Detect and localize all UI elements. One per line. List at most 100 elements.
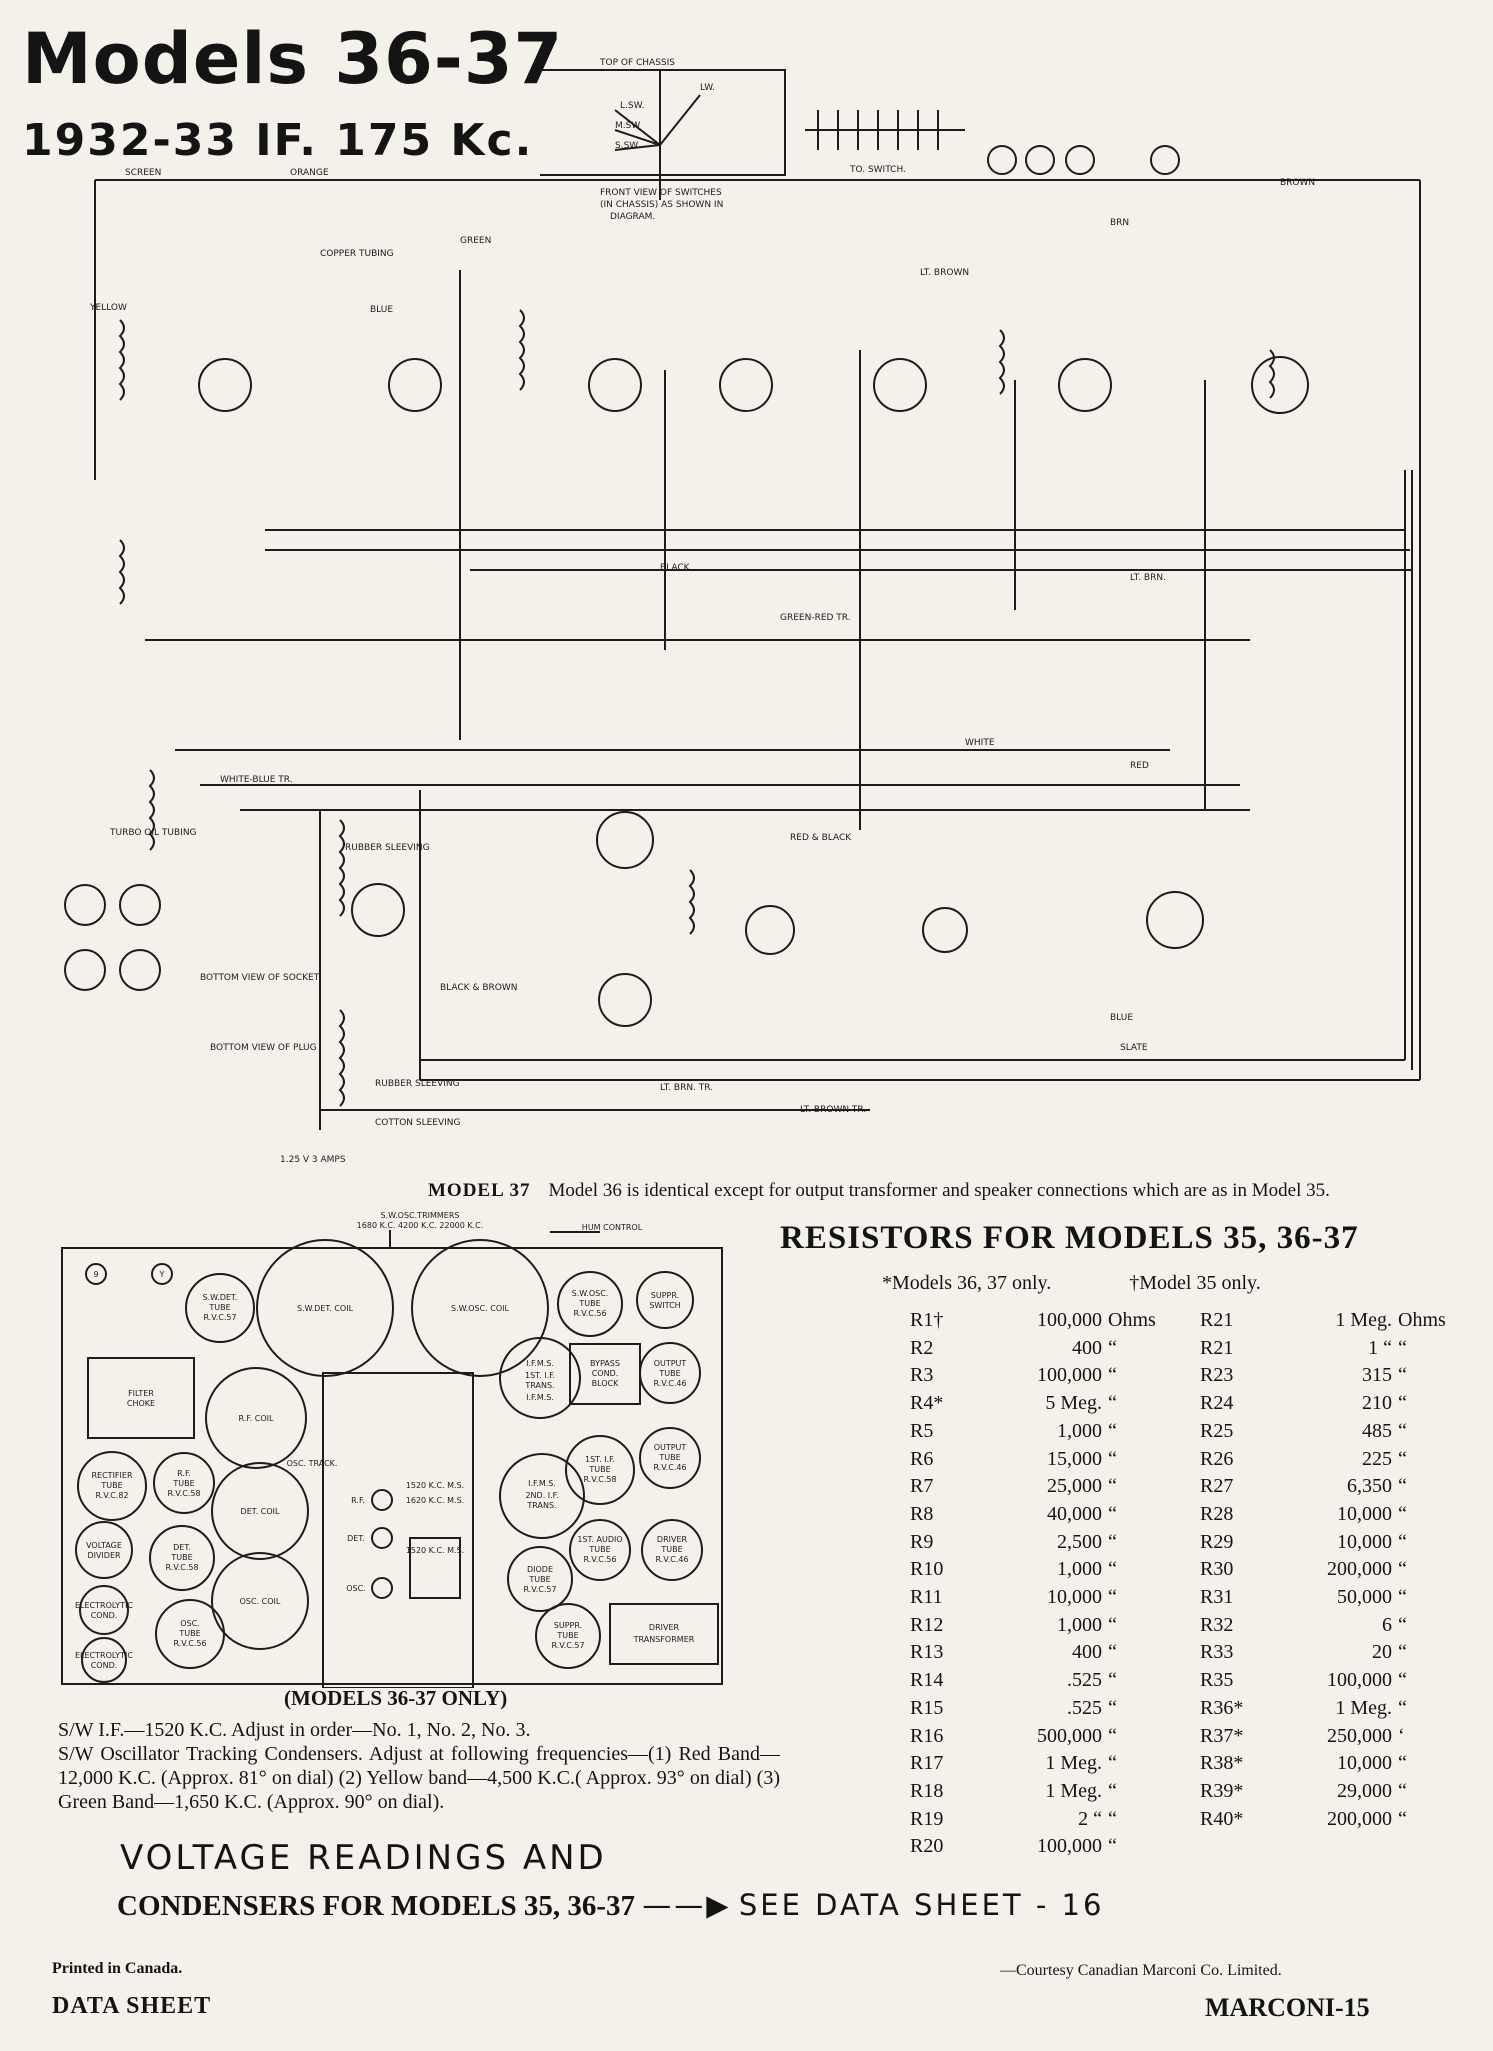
svg-text:(IN CHASSIS) AS SHOWN IN: (IN CHASSIS) AS SHOWN IN [600,200,723,210]
svg-text:BROWN: BROWN [1280,178,1315,188]
schematic-diagram: TOP OF CHASSIS L.SW. M.SW S.SW. LW. FRON… [64,58,1421,1165]
resistor-unit: “ [1398,1586,1407,1609]
layout-frame [61,1247,723,1685]
svg-text:BLACK & BROWN: BLACK & BROWN [440,983,517,993]
resistor-value: 250,000 [1327,1724,1392,1747]
central-frame [322,1372,474,1688]
resistor-unit: “ [1398,1475,1407,1498]
svg-text:LT. BROWN: LT. BROWN [920,268,969,278]
resistor-value: 200,000 [1327,1807,1392,1830]
resistor-value: 100,000 [1037,1364,1102,1387]
resistor-name: R7 [910,1475,934,1498]
sw-det-coil [256,1239,394,1377]
svg-text:S.W.OSC. COIL: S.W.OSC. COIL [451,1304,509,1313]
chassis-layout-diagram: S.W.OSC.TRIMMERS 1680 K.C. 4200 K.C. 220… [61,1211,723,1688]
driver-tube [641,1519,703,1581]
resistor-unit: Ohms [1108,1309,1156,1331]
resistor-value: .525 [1067,1696,1102,1719]
svg-text:TUBE: TUBE [658,1369,680,1378]
svg-text:S.W.OSC.TRIMMERS: S.W.OSC.TRIMMERS [381,1211,460,1220]
resistor-value: 50,000 [1337,1586,1392,1609]
resistor-value: 1,000 [1057,1558,1102,1581]
resistors-notes: *Models 36, 37 only.†Model 35 only. [882,1272,1261,1294]
sw-osc-coil [411,1239,549,1377]
svg-text:COPPER TUBING: COPPER TUBING [320,249,394,259]
resistor-name: R39* [1200,1779,1244,1802]
first-audio-tube [569,1519,631,1581]
electrolytic-2 [81,1637,127,1683]
resistor-unit: “ [1398,1502,1407,1525]
resistor-row: R38*10,000“ [1200,1750,1468,1778]
svg-text:R.V.C.56: R.V.C.56 [573,1309,606,1318]
resistor-name: R21 [1200,1309,1234,1331]
courtesy-line: —Courtesy Canadian Marconi Co. Limited. [1000,1962,1282,1979]
svg-text:OUTPUT: OUTPUT [654,1359,687,1368]
resistor-unit: “ [1108,1613,1117,1636]
resistor-name: R6 [910,1447,934,1470]
resistor-unit: “ [1398,1419,1407,1442]
resistor-value: 100,000 [1327,1669,1392,1692]
svg-text:I.F.M.S.: I.F.M.S. [526,1359,554,1368]
resistor-value: 5 Meg. [1045,1392,1102,1415]
det-coil [211,1462,309,1560]
resistor-unit: “ [1108,1779,1117,1802]
resistor-unit: “ [1398,1558,1407,1581]
svg-text:1520 K.C. M.S.: 1520 K.C. M.S. [406,1546,464,1555]
resistor-name: R4* [910,1392,944,1415]
svg-text:TUBE: TUBE [588,1465,610,1474]
svg-text:OSC. TRACK.: OSC. TRACK. [287,1459,338,1468]
svg-text:DRIVER: DRIVER [657,1535,688,1544]
svg-text:1620 K.C. M.S.: 1620 K.C. M.S. [406,1496,464,1505]
resistor-name: R35 [1200,1669,1234,1692]
page-subtitle: 1932-33 IF. 175 Kc. [22,115,534,166]
resistor-unit: “ [1398,1696,1407,1719]
resistor-name: R5 [910,1419,934,1442]
output-tube-2 [639,1427,701,1489]
resistor-unit: “ [1398,1807,1407,1830]
rf-coil [205,1367,307,1469]
svg-text:TUBE: TUBE [170,1553,192,1562]
arrow-icon: ——▶ [642,1888,732,1922]
resistor-name: R33 [1200,1641,1234,1664]
svg-text:R.F.: R.F. [177,1469,191,1478]
svg-text:COTTON SLEEVING: COTTON SLEEVING [375,1118,461,1128]
svg-text:OSC. COIL: OSC. COIL [240,1597,281,1606]
resistor-name: R8 [910,1502,934,1525]
svg-text:R.F.: R.F. [351,1496,365,1505]
svg-text:RED & BLACK: RED & BLACK [790,833,852,843]
resistor-name: R23 [1200,1364,1234,1387]
resistor-unit: Ohms [1398,1309,1446,1331]
det-tube [149,1525,215,1591]
resistor-unit: “ [1108,1807,1117,1830]
resistor-value: 2,500 [1057,1530,1102,1553]
switch-front-view-box [540,69,786,176]
page-title: Models 36-37 [22,18,564,100]
svg-text:BLUE: BLUE [370,305,393,315]
resistor-unit: “ [1108,1558,1117,1581]
resistor-name: R36* [1200,1696,1244,1719]
resistor-value: 10,000 [1337,1752,1392,1775]
resistor-value: 315 [1362,1364,1392,1387]
svg-text:LT. BRN.: LT. BRN. [1130,573,1166,583]
resistor-name: R9 [910,1530,934,1553]
svg-text:I.F.M.S.: I.F.M.S. [526,1393,554,1402]
svg-text:DET. COIL: DET. COIL [241,1507,280,1516]
svg-text:BLACK: BLACK [660,563,691,573]
resistor-unit: “ [1398,1752,1407,1775]
svg-text:RUBBER SLEEVING: RUBBER SLEEVING [375,1079,460,1089]
svg-text:BOTTOM VIEW OF PLUG: BOTTOM VIEW OF PLUG [210,1043,317,1053]
svg-text:2ND. I.F.: 2ND. I.F. [525,1491,558,1500]
